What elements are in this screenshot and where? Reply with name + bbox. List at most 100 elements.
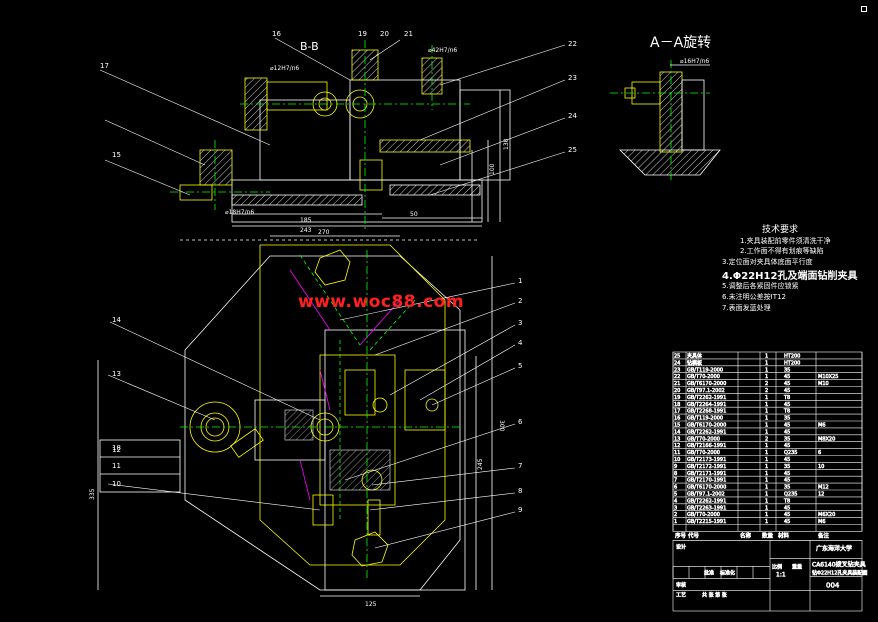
bom-cell: 10 — [674, 457, 680, 463]
plan-view-leaders — [107, 282, 516, 549]
bom-cell: 1 — [765, 492, 768, 498]
bom-cell: 2 — [765, 381, 768, 387]
bom-cell: M10X25 — [818, 374, 838, 380]
bom-cell: 夹具体 — [687, 353, 702, 360]
part-number-label: 25 — [568, 146, 577, 154]
bom-cell: 1 — [765, 471, 768, 477]
bom-cell: 3 — [674, 505, 677, 511]
bom-cell: 19 — [674, 395, 680, 401]
part-number-label: 4 — [518, 339, 523, 347]
bom-cell: GB/T2264-1991 — [687, 402, 726, 408]
bom-cell: 21 — [674, 381, 680, 387]
part-number-label: 14 — [112, 316, 121, 324]
bom-cell: 45 — [784, 457, 790, 463]
part-number-label: 1 — [518, 277, 522, 285]
bom-cell: 1 — [765, 519, 768, 525]
tech-requirement-line: 3.定位面对夹具体底面平行度 — [722, 258, 813, 266]
title-scale: 1:1 — [776, 571, 786, 578]
bom-cell: 45 — [784, 519, 790, 525]
bom-cell: 10 — [818, 464, 824, 470]
bom-cell: GB/T2172-1991 — [687, 464, 726, 470]
dim-label: 243 — [300, 227, 312, 234]
bom-cell: GB/T2166-1991 — [687, 443, 726, 449]
bom-cell: 1 — [765, 505, 768, 511]
bom-header-cell: 序号 — [675, 531, 687, 539]
part-number-label: 3 — [518, 319, 522, 327]
bom-cell: GB/T70-2000 — [687, 436, 720, 442]
bom-cell: 7 — [674, 478, 677, 484]
bom-cell: 25 — [674, 354, 680, 360]
bom-cell: 35 — [784, 367, 790, 373]
part-number-label: 5 — [518, 362, 522, 370]
bom-cell: GB/T2268-1991 — [687, 409, 726, 415]
bom-cell: GB/T6170-2000 — [687, 423, 726, 429]
tech-requirement-line: 6.未注明公差按IT12 — [722, 293, 786, 301]
bom-cell: 1 — [765, 374, 768, 380]
bom-header-cell: 材料 — [778, 531, 790, 539]
bom-cell: HT200 — [784, 354, 800, 360]
bom-cell: 12 — [674, 443, 680, 449]
plan-view — [97, 235, 493, 597]
bom-cell: GB/T97.1-2002 — [687, 388, 725, 394]
part-number-label: 19 — [358, 30, 367, 38]
bom-cell: Q235 — [784, 450, 797, 456]
section-bb-leaders — [99, 37, 566, 196]
bom-cell: 45 — [784, 374, 790, 380]
dim-label: 335 — [89, 488, 96, 500]
bom-cell: M6X20 — [818, 512, 835, 518]
bom-cell: 45 — [784, 478, 790, 484]
bom-cell: T8 — [783, 409, 790, 415]
bom-cell: GB/T70-2000 — [687, 512, 720, 518]
bom-cell: 钻模板 — [687, 359, 702, 366]
part-number-label: 17 — [100, 62, 109, 70]
bom-cell: 1 — [765, 450, 768, 456]
bom-cell: 35 — [784, 464, 790, 470]
bom-cell: 35 — [784, 416, 790, 422]
bom-cell: GB/T2262-1991 — [687, 498, 726, 504]
dim-label: 245 — [477, 458, 484, 470]
bom-cell: GB/T2173-1991 — [687, 457, 726, 463]
part-number-label: 23 — [568, 74, 577, 82]
title-drawing-name: CA6140拨叉钻夹具 — [812, 560, 866, 568]
tech-requirement-line: 5.调整后各紧固件应锁紧 — [722, 282, 799, 290]
part-number-label: 22 — [568, 40, 577, 48]
bom-cell: GB/T2171-1991 — [687, 471, 726, 477]
bom-cell: 1 — [765, 443, 768, 449]
bom-cell: 1 — [765, 429, 768, 435]
bom-cell: GB/T2262-1991 — [687, 395, 726, 401]
title-sheet-number: 004 — [826, 581, 840, 589]
bom-cell: Q235 — [784, 492, 797, 498]
bom-cell: GB/T2215-1991 — [687, 519, 726, 525]
bom-cell: 45 — [784, 471, 790, 477]
tech-requirement-line: 1.夹具装配前零件须清洗干净 — [740, 237, 831, 245]
bom-cell: 4 — [674, 498, 677, 504]
bom-cell: 15 — [674, 423, 680, 429]
viewport-corner-handle[interactable] — [861, 6, 867, 12]
bom-cell: 20 — [674, 388, 680, 394]
bom-cell: GB/T119-2000 — [687, 367, 723, 373]
bom-cell: 45 — [784, 402, 790, 408]
title-block: 广东海洋大学CA6140拨叉钻夹具钻Φ22H12孔夹具装配图0041:1设计审核… — [672, 539, 868, 612]
bom-cell: 6 — [818, 450, 821, 456]
dim-label: ⌀12H7/n6 — [270, 65, 299, 72]
bom-cell: 1 — [765, 464, 768, 470]
bom-cell: M6 — [818, 423, 826, 429]
part-number-label: 11 — [112, 462, 121, 470]
title-school: 广东海洋大学 — [816, 544, 852, 552]
tech-requirement-line: 7.表面发蓝处理 — [722, 304, 771, 312]
dim-label: 270 — [318, 229, 330, 236]
part-number-label: 9 — [518, 506, 522, 514]
bom-cell: GB/T70-2000 — [687, 374, 720, 380]
bom-cell: T8 — [783, 498, 790, 504]
bom-cell: 1 — [765, 485, 768, 491]
part-number-label: 10 — [112, 480, 121, 488]
bom-cell: HT200 — [784, 360, 800, 366]
dim-label: 130 — [503, 138, 510, 150]
section-bb-title: B-B — [300, 40, 319, 53]
bom-cell: 45 — [784, 388, 790, 394]
bom-cell: 35 — [784, 436, 790, 442]
tech-requirement-line: 2.工作面不得有划痕等缺陷 — [740, 247, 824, 255]
tech-requirements-title: 技术要求 — [762, 225, 799, 235]
